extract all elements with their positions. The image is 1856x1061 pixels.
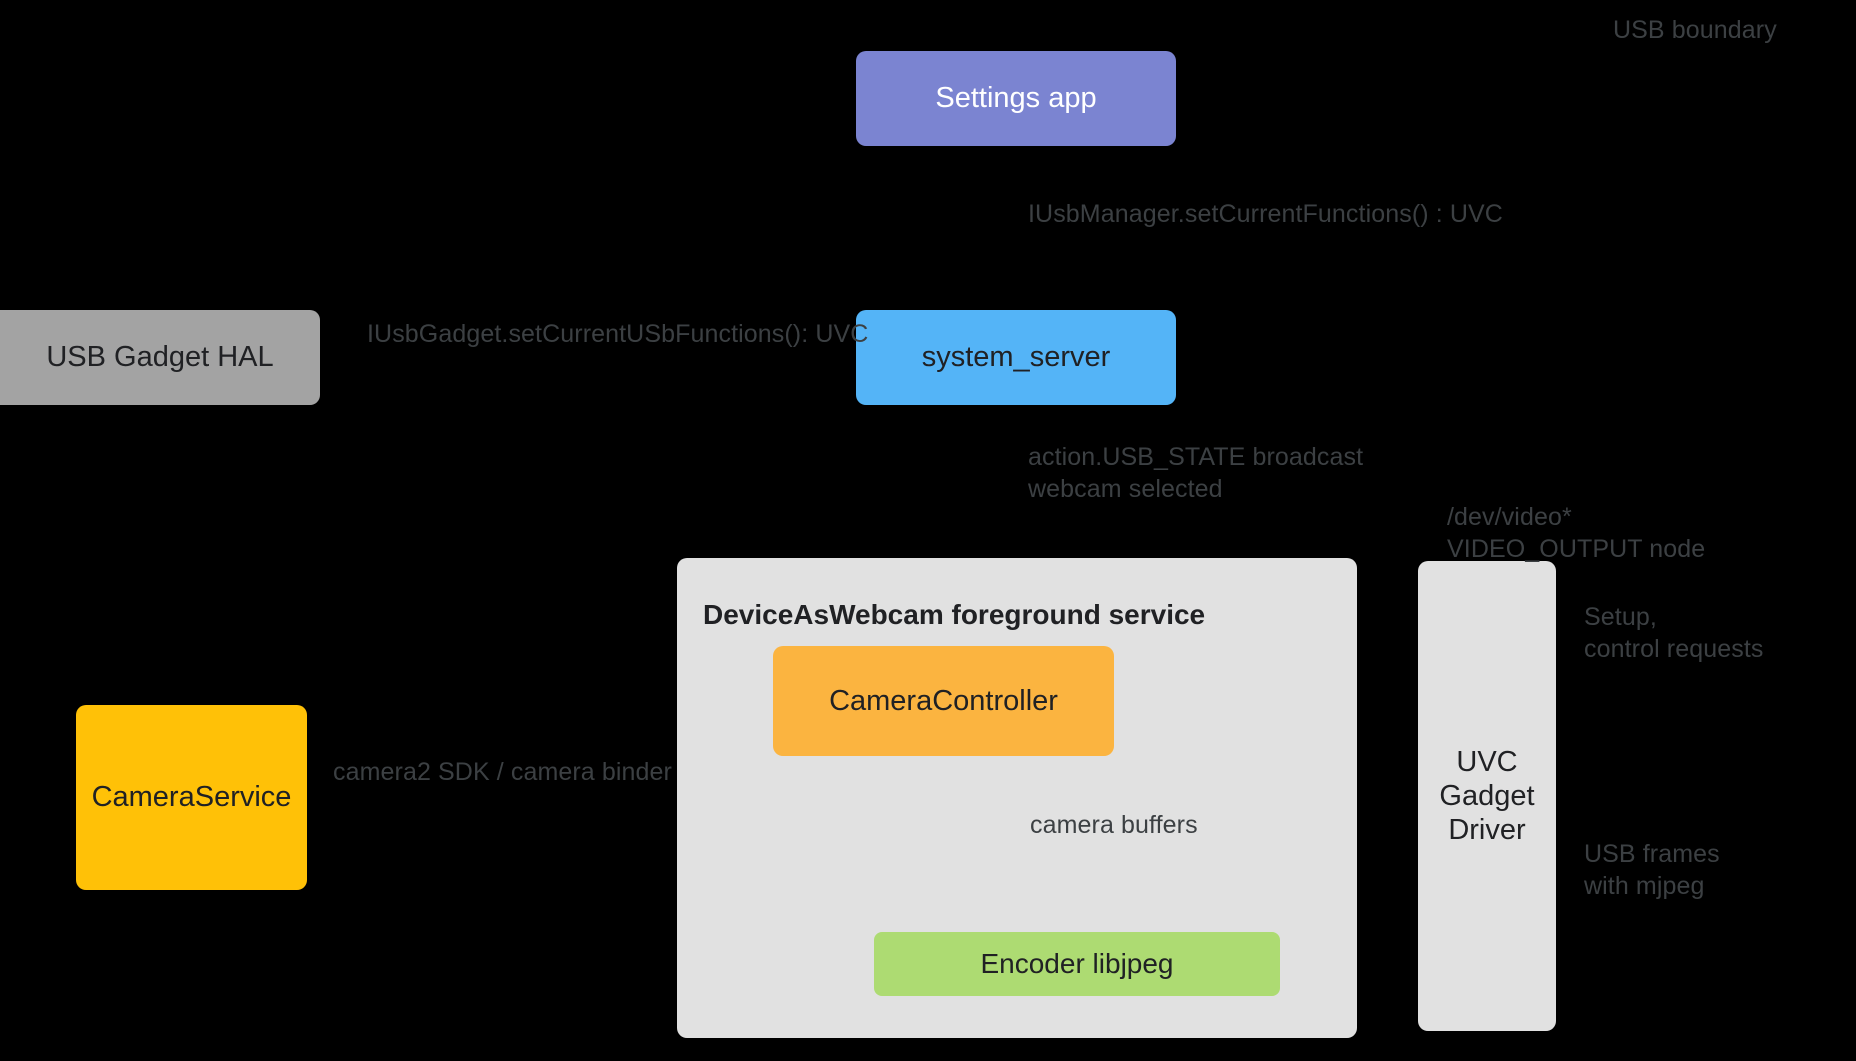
node-label: CameraController [829, 684, 1058, 717]
label-usb-boundary: USB boundary [1613, 16, 1777, 44]
service-title: DeviceAsWebcam foreground service [703, 599, 1206, 630]
node-camera-controller[interactable]: CameraController [773, 646, 1114, 756]
label-iusbgadget-call: IUsbGadget.setCurrentUSbFunctions(): UVC [367, 320, 869, 348]
label-setup-control-requests: Setup, control requests [1584, 603, 1764, 663]
node-usb-gadget-hal[interactable]: USB Gadget HAL [0, 310, 320, 405]
label-usb-state-broadcast: action.USB_STATE broadcast webcam select… [1028, 443, 1364, 503]
label-usb-frames-mjpeg: USB frames with mjpeg [1584, 840, 1720, 900]
label-camera-buffers: camera buffers [1030, 811, 1198, 839]
node-encoder-libjpeg[interactable]: Encoder libjpeg [874, 932, 1280, 996]
node-label: CameraService [91, 781, 292, 814]
node-settings-app[interactable]: Settings app [856, 51, 1176, 146]
node-label: UVC Gadget Driver [1439, 745, 1535, 847]
label-camera2-binder: camera2 SDK / camera binder [333, 758, 672, 786]
node-label: system_server [921, 341, 1111, 374]
node-label: Settings app [935, 82, 1097, 115]
node-label: Encoder libjpeg [980, 948, 1174, 980]
node-uvc-gadget-driver[interactable]: UVC Gadget Driver [1418, 561, 1556, 1031]
label-dev-video-node: /dev/video* VIDEO_OUTPUT node [1447, 503, 1706, 563]
node-label: USB Gadget HAL [46, 341, 274, 374]
node-system-server[interactable]: system_server [856, 310, 1176, 405]
label-iusbmanager-call: IUsbManager.setCurrentFunctions() : UVC [1028, 200, 1503, 228]
node-camera-service[interactable]: CameraService [76, 705, 307, 890]
